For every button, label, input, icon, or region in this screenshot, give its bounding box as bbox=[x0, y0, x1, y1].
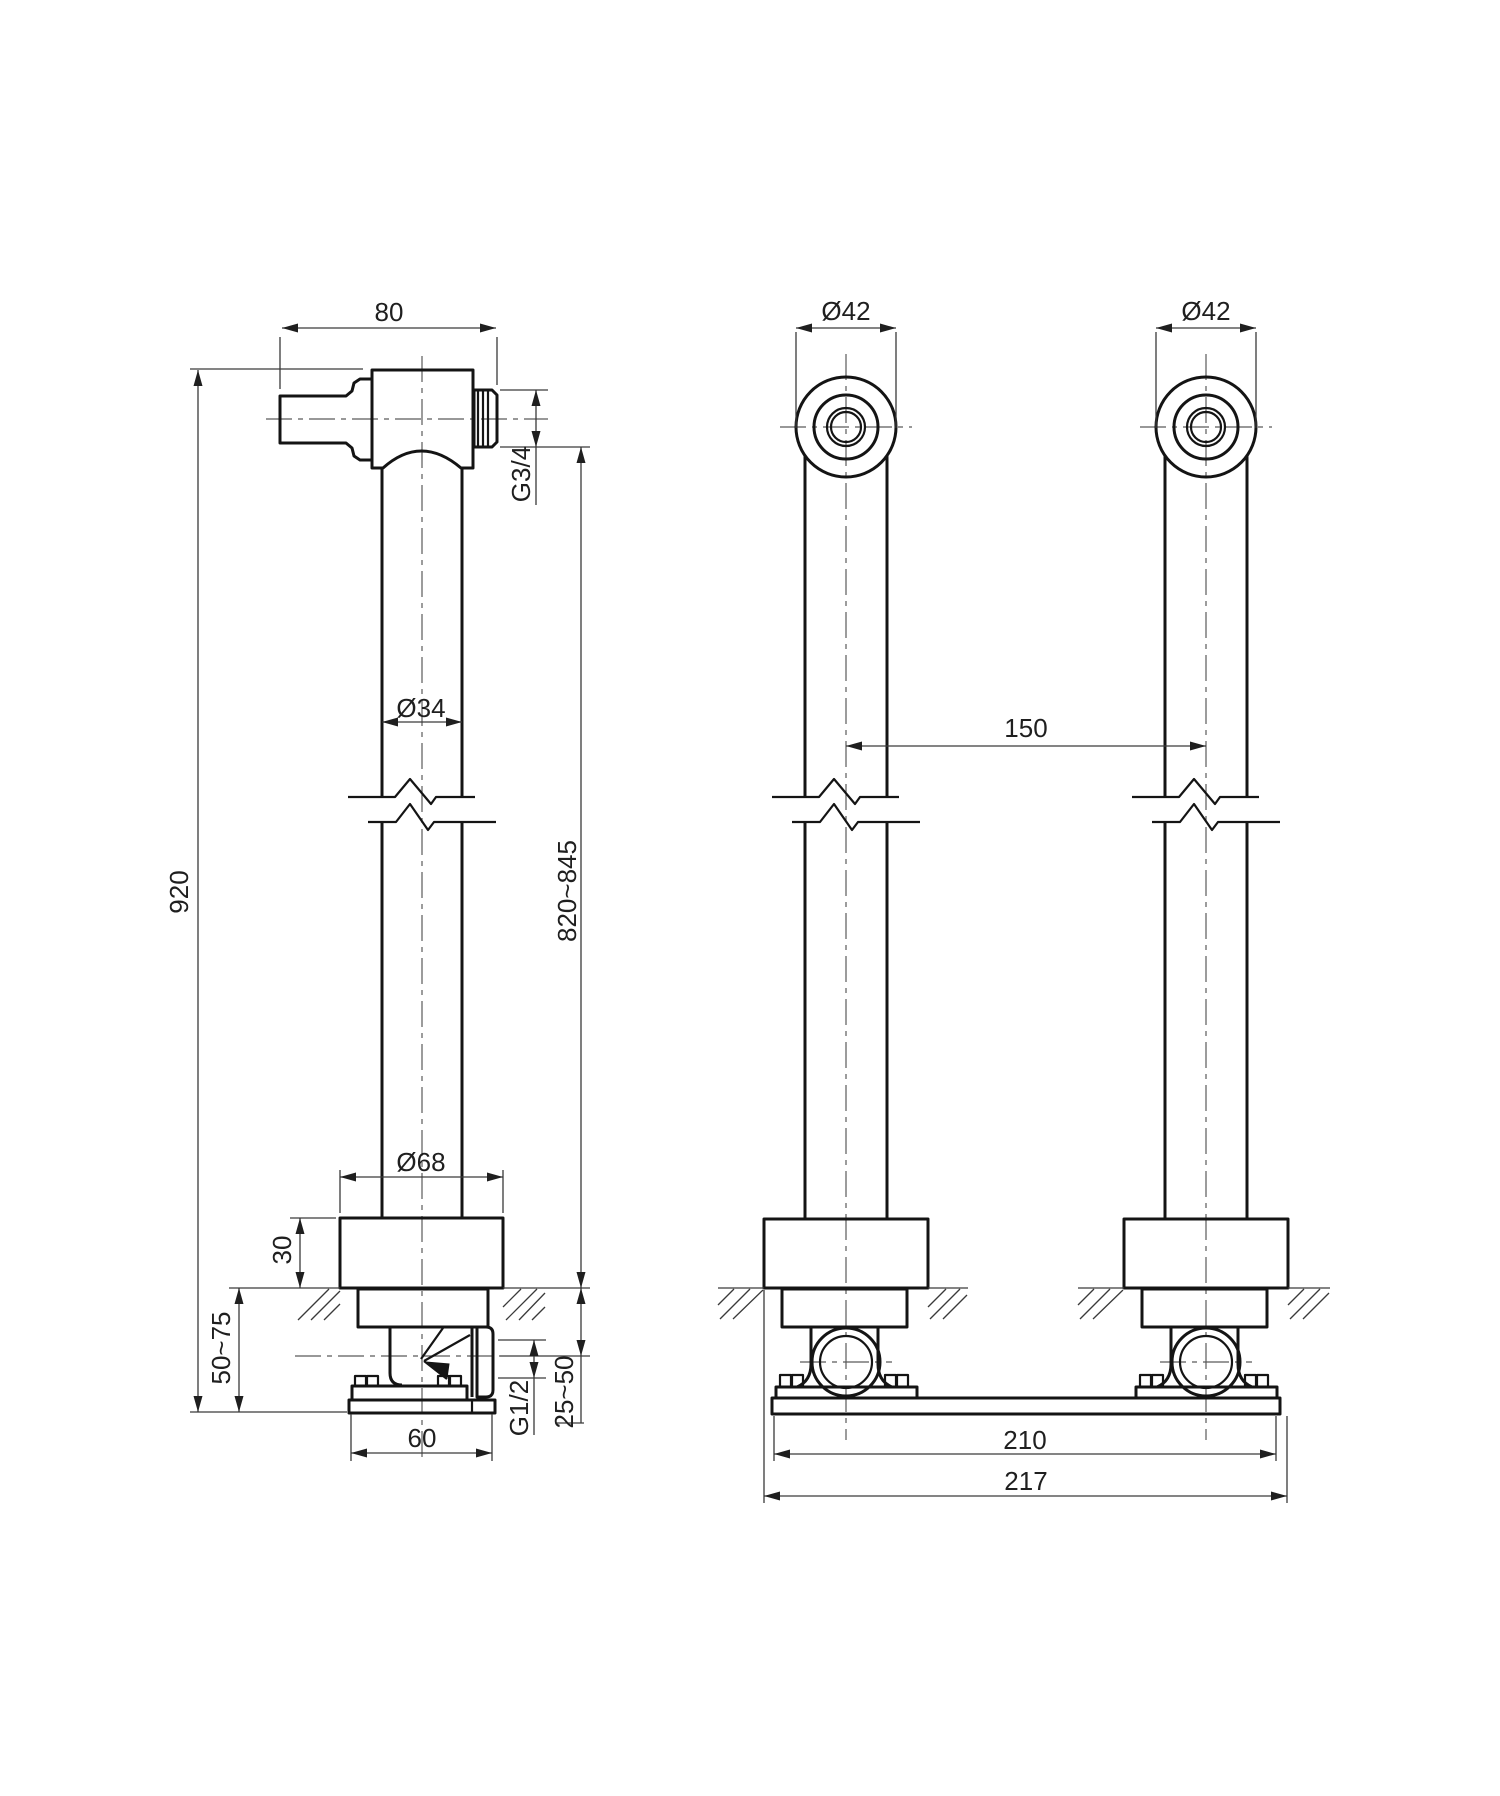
riser-pipe-side bbox=[348, 468, 496, 1218]
pipe-break-symbol-left bbox=[772, 777, 920, 832]
dim-label-outlet-thread: G3/4 bbox=[506, 446, 536, 502]
base-plate-side bbox=[347, 1398, 497, 1415]
dim-label-left-head-diameter: Ø42 bbox=[821, 296, 870, 326]
dim-label-floor-depth: 50~75 bbox=[206, 1311, 236, 1384]
pipe-break-symbol-right bbox=[1132, 777, 1280, 832]
dim-label-right-head-diameter: Ø42 bbox=[1181, 296, 1230, 326]
dim-label-base-height: 30 bbox=[267, 1236, 297, 1265]
riser-pipes-front bbox=[772, 456, 1280, 1219]
dim-label-inlet-thread: G1/2 bbox=[504, 1380, 534, 1436]
dim-label-total-height: 920 bbox=[164, 870, 194, 913]
front-view-centerlines bbox=[780, 354, 1272, 1440]
dim-label-inlet-depth: 25~50 bbox=[549, 1355, 579, 1428]
underfloor-elbow-front-right bbox=[1134, 1287, 1279, 1400]
underfloor-elbow-front-left bbox=[774, 1287, 919, 1400]
dim-label-bracket-inner-width: 210 bbox=[1003, 1425, 1046, 1455]
floor-front bbox=[717, 1287, 1330, 1320]
side-view-centerlines bbox=[266, 356, 548, 1462]
outlet-thread-stub bbox=[472, 388, 499, 449]
underfloor-elbow-side bbox=[347, 1287, 497, 1415]
mounting-rail-plate bbox=[770, 1396, 1282, 1416]
dim-label-height-above-floor: 820~845 bbox=[552, 840, 582, 942]
dim-label-pipe-diameter: Ø34 bbox=[396, 693, 445, 723]
dim-label-bracket-outer-width: 217 bbox=[1004, 1466, 1047, 1496]
dim-label-base-diameter: Ø68 bbox=[396, 1147, 445, 1177]
inlet-socket bbox=[475, 1325, 495, 1399]
side-view-dimensions bbox=[190, 323, 590, 1461]
floor-side bbox=[229, 1287, 590, 1321]
dim-label-head-width: 80 bbox=[375, 297, 404, 327]
side-view: 80 G3/4 Ø34 920 820~845 Ø68 30 50~75 25~… bbox=[164, 297, 590, 1462]
front-view-labels: Ø42 Ø42 150 210 217 bbox=[821, 296, 1230, 1496]
side-view-labels: 80 G3/4 Ø34 920 820~845 Ø68 30 50~75 25~… bbox=[164, 297, 582, 1453]
front-view: Ø42 Ø42 150 210 217 bbox=[717, 296, 1330, 1503]
floor-hatching bbox=[297, 1288, 546, 1321]
thread-lines bbox=[476, 390, 490, 447]
front-view-dimensions bbox=[763, 323, 1288, 1503]
dim-label-pipe-spacing: 150 bbox=[1004, 713, 1047, 743]
subfloor-block bbox=[356, 1287, 490, 1329]
pipe-break-symbol bbox=[348, 777, 496, 832]
dim-label-base-plate-width: 60 bbox=[408, 1423, 437, 1453]
floor-hatching-front bbox=[717, 1288, 1330, 1320]
